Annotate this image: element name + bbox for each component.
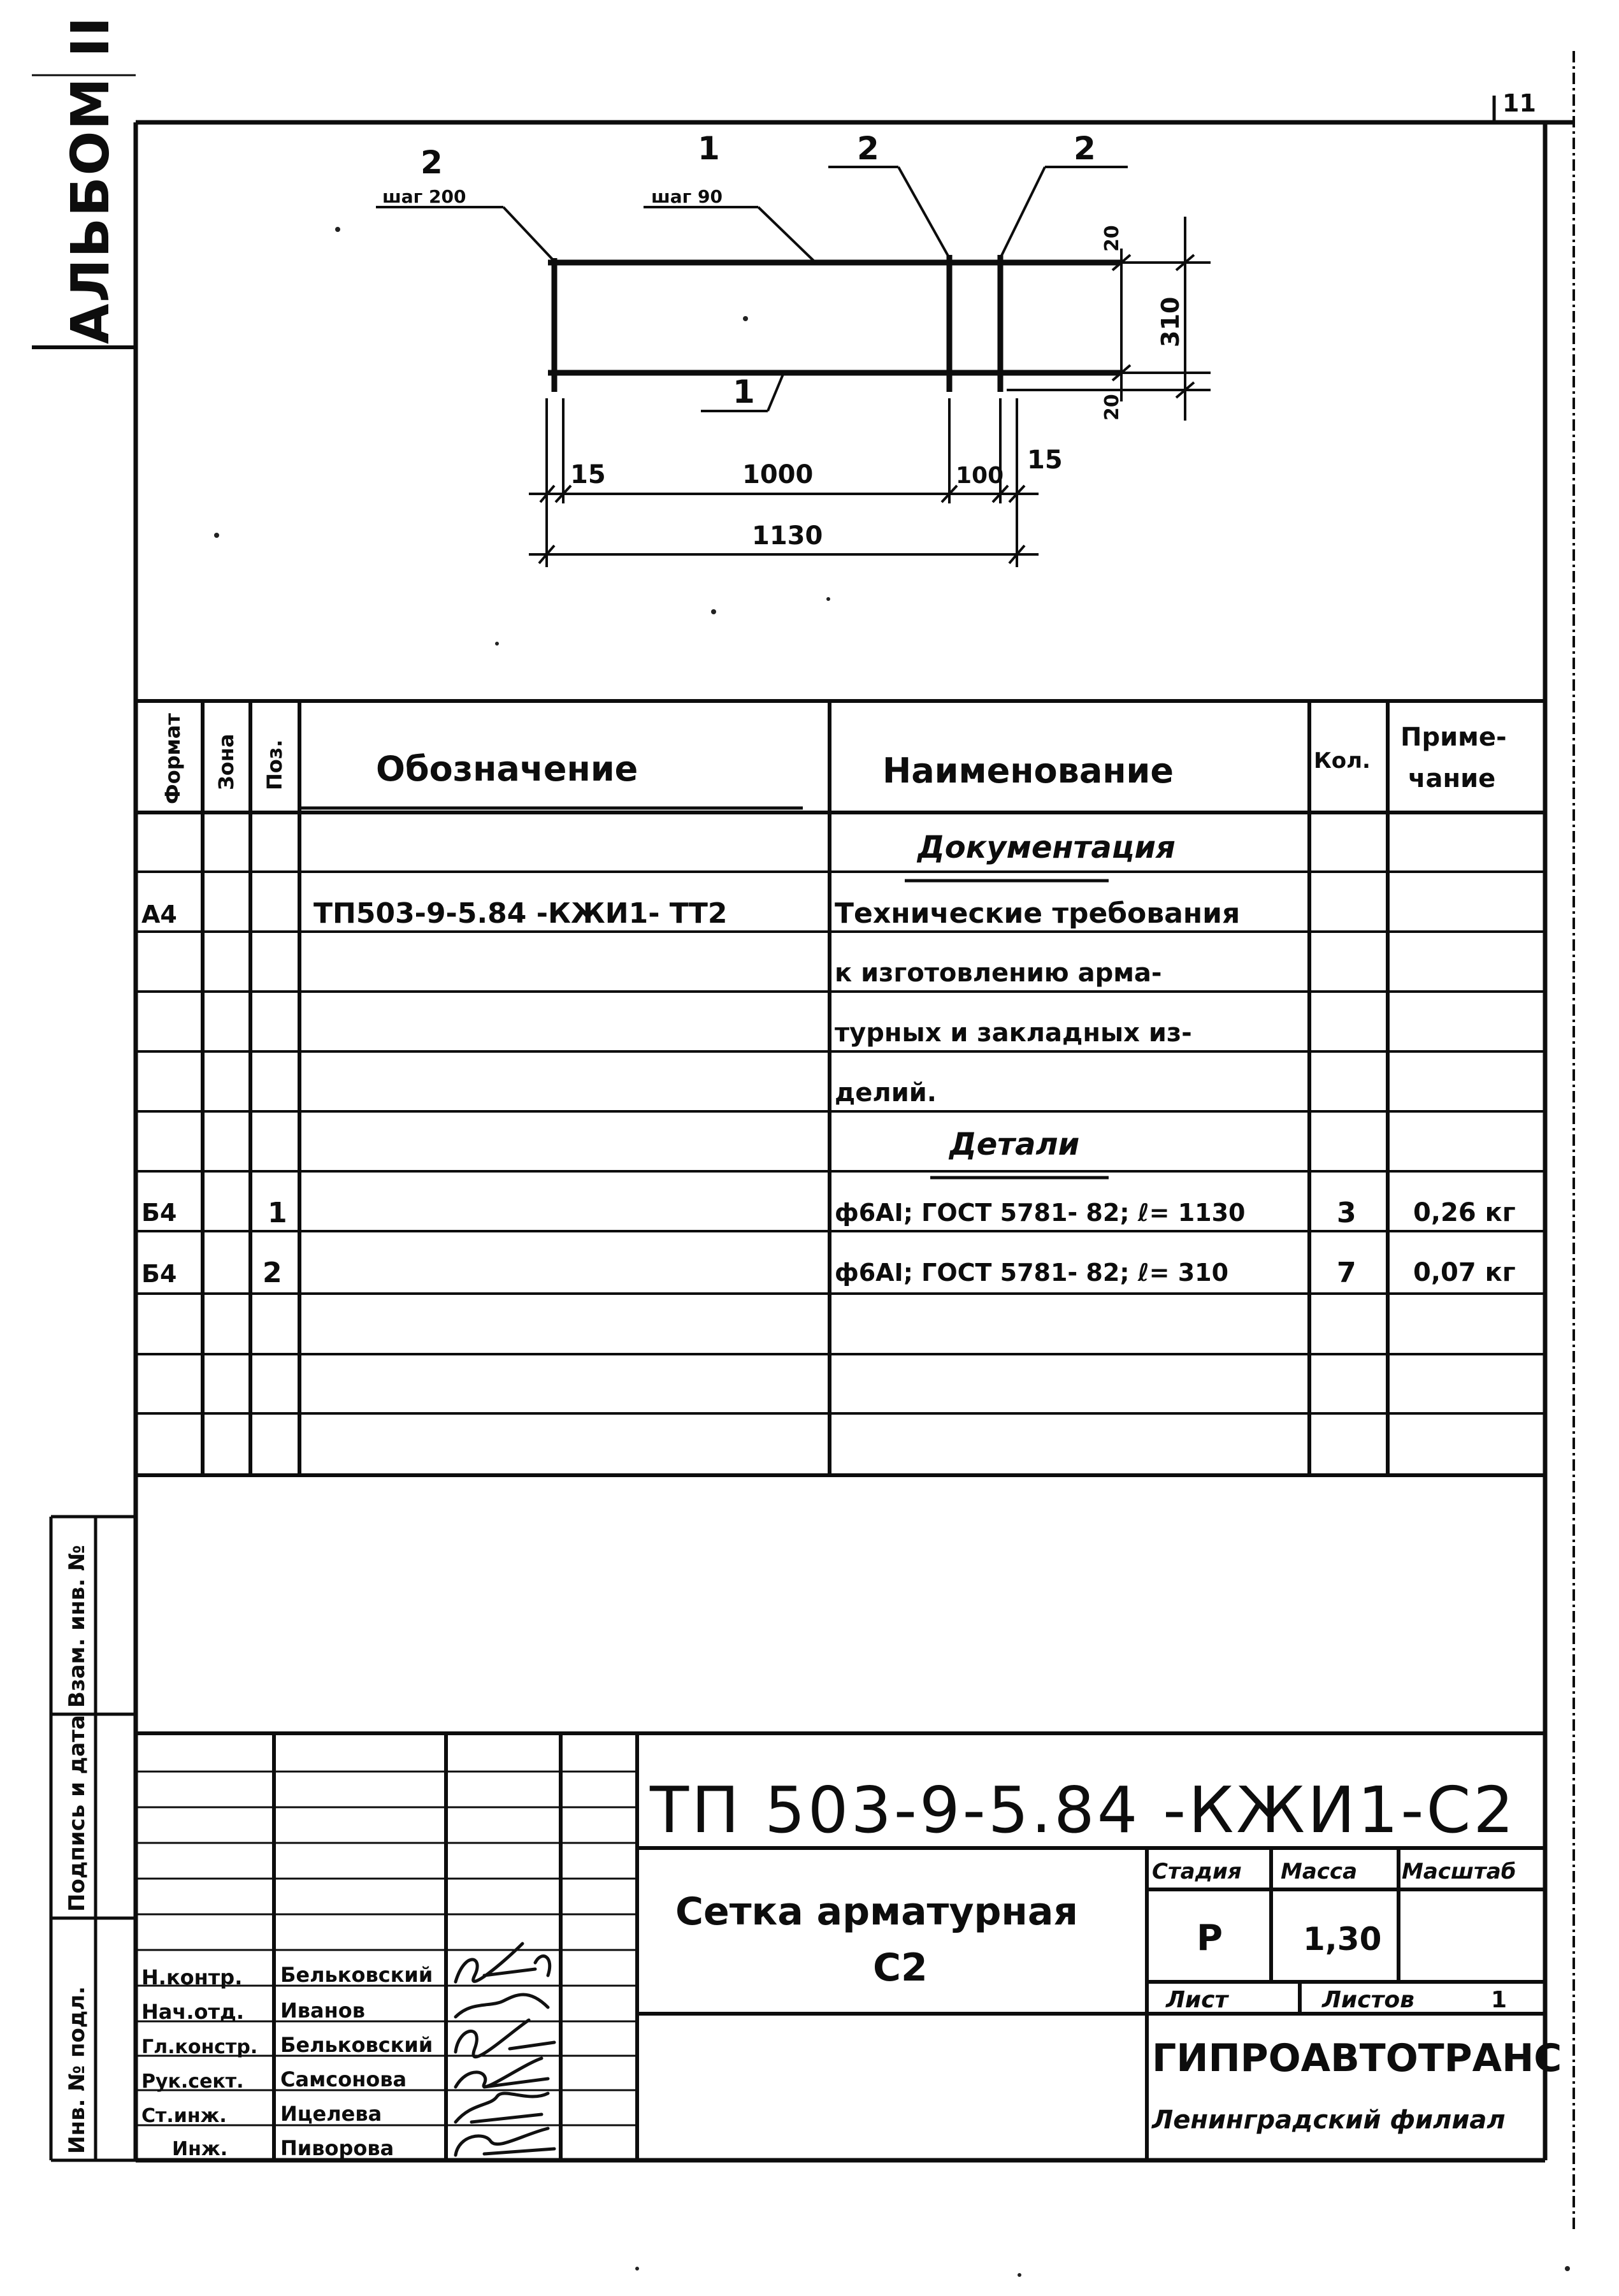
signatory-name: Самсонова bbox=[280, 2067, 407, 2091]
row-format: Б4 bbox=[141, 1199, 176, 1227]
header-zone: Зона bbox=[214, 734, 238, 790]
dim-height: 310 bbox=[1156, 297, 1184, 347]
dim-total-length: 1130 bbox=[752, 521, 823, 551]
row-name: к изготовлению арма- bbox=[835, 958, 1162, 988]
scale-label: Масштаб bbox=[1402, 1859, 1516, 1884]
header-pos: Поз. bbox=[263, 739, 287, 790]
header-format: Формат bbox=[161, 713, 185, 804]
mass-value: 1,30 bbox=[1303, 1921, 1381, 1958]
signatory-name: Бельковский bbox=[280, 1963, 433, 1987]
sheet-number-box: 11 bbox=[1492, 89, 1536, 124]
title-line1: Сетка арматурная bbox=[675, 1889, 1078, 1934]
row-qty: 3 bbox=[1337, 1197, 1356, 1229]
callout-step: шаг 200 bbox=[382, 186, 466, 207]
signatory-role: Инж. bbox=[172, 2138, 227, 2160]
row-name: Технические требования bbox=[835, 897, 1240, 930]
dim-top-offset: 20 bbox=[1101, 225, 1123, 252]
header-note-line1: Приме- bbox=[1400, 723, 1507, 752]
signatory-name: Иванов bbox=[280, 1998, 365, 2023]
title-line2: С2 bbox=[873, 1946, 928, 1990]
signatory-role: Нач.отд. bbox=[141, 2000, 244, 2024]
row-name: турных и закладных из- bbox=[835, 1018, 1192, 1048]
header-note-line2: чание bbox=[1408, 764, 1495, 793]
sheets-count: 1 bbox=[1491, 1987, 1507, 2013]
spec-table: Формат Зона Поз. Обозначение Наименовани… bbox=[136, 699, 1545, 1477]
stamp-vzam-inv: Взам. инв. № bbox=[64, 1545, 90, 1708]
header-qty: Кол. bbox=[1314, 748, 1371, 774]
row-qty: 7 bbox=[1337, 1257, 1356, 1289]
side-stamp: Взам. инв. № Подпись и дата Инв. № подл. bbox=[49, 1515, 136, 2162]
row-format: Б4 bbox=[141, 1260, 176, 1288]
leader-pos1-top bbox=[757, 206, 817, 264]
signatures bbox=[454, 1942, 556, 2157]
stamp-podpis-data: Подпись и дата bbox=[64, 1715, 90, 1912]
leader-pos2-left bbox=[502, 206, 556, 263]
scan-noise bbox=[214, 227, 1570, 2277]
row-pos: 2 bbox=[263, 1257, 282, 1289]
album-label-box: АЛЬБОМ II bbox=[32, 16, 136, 349]
sheets-label: Листов bbox=[1321, 1987, 1414, 2013]
row-format: А4 bbox=[141, 900, 177, 928]
row-name: делий. bbox=[835, 1078, 937, 1108]
mesh-drawing: 2 шаг 200 1 шаг 90 2 2 1 bbox=[376, 130, 1211, 567]
sheet-label: Лист bbox=[1165, 1987, 1229, 2013]
callout-pos: 1 bbox=[698, 130, 720, 167]
org-name: ГИПРОАВТОТРАНС bbox=[1152, 2036, 1562, 2081]
header-designation: Обозначение bbox=[376, 749, 638, 789]
header-name: Наименование bbox=[882, 751, 1174, 791]
signatory-name: Пиворова bbox=[280, 2136, 394, 2160]
leader-pos1-bottom bbox=[766, 372, 785, 412]
dimension-lines bbox=[529, 217, 1211, 567]
stage-label: Стадия bbox=[1152, 1859, 1242, 1884]
callout-pos: 2 bbox=[857, 130, 879, 167]
callout-pos: 1 bbox=[733, 373, 755, 410]
signatory-role: Ст.инж. bbox=[141, 2105, 227, 2127]
row-note: 0,26 кг bbox=[1413, 1198, 1516, 1227]
dim-left-margin: 15 bbox=[570, 460, 606, 489]
section-title-documentation: Документация bbox=[916, 830, 1176, 865]
row-name: ф6АI; ГОСТ 5781- 82; ℓ= 1130 bbox=[835, 1199, 1246, 1227]
row-pos: 1 bbox=[268, 1197, 287, 1229]
callout-pos: 2 bbox=[421, 144, 443, 181]
title-block: ТП 503-9-5.84 -КЖИ1-С2 Сетка арматурная … bbox=[134, 1731, 1562, 2160]
section-title-details: Детали bbox=[948, 1127, 1079, 1162]
dim-bottom-offset: 20 bbox=[1101, 394, 1123, 421]
mass-label: Масса bbox=[1281, 1859, 1357, 1884]
dim-main-span: 1000 bbox=[742, 460, 813, 489]
document-code: ТП 503-9-5.84 -КЖИ1-С2 bbox=[649, 1773, 1516, 1847]
stamp-inv-podl: Инв. № подл. bbox=[64, 1986, 90, 2154]
signatory-role: Рук.сект. bbox=[141, 2070, 244, 2093]
row-note: 0,07 кг bbox=[1413, 1258, 1516, 1287]
leader-pos2-mid bbox=[897, 166, 951, 259]
sheet-number: 11 bbox=[1502, 89, 1536, 117]
leader-pos2-right bbox=[999, 166, 1046, 259]
stage-value: Р bbox=[1197, 1917, 1223, 1959]
signatory-name: Бельковский bbox=[280, 2033, 433, 2057]
signatory-role: Гл.констр. bbox=[141, 2036, 257, 2058]
org-branch: Ленинградский филиал bbox=[1151, 2105, 1506, 2135]
signatory-role: Н.контр. bbox=[141, 1965, 242, 1989]
row-designation: ТП503-9-5.84 -КЖИ1- ТТ2 bbox=[313, 897, 727, 930]
album-label: АЛЬБОМ II bbox=[61, 16, 121, 344]
callout-step: шаг 90 bbox=[651, 186, 723, 207]
dim-small-span: 100 bbox=[956, 463, 1004, 489]
signatory-name: Ицелева bbox=[280, 2102, 382, 2126]
row-name: ф6АI; ГОСТ 5781- 82; ℓ= 310 bbox=[835, 1259, 1228, 1287]
callout-pos: 2 bbox=[1074, 130, 1096, 167]
dim-right-margin: 15 bbox=[1027, 445, 1063, 475]
